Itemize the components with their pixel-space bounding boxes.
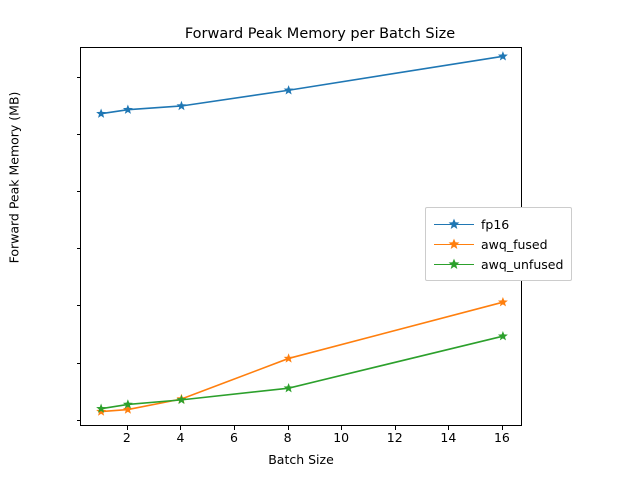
legend-item[interactable]: awq_unfused [434,254,563,274]
series-canvas [96,51,508,416]
data-point-marker [96,403,107,413]
data-point-marker [497,330,508,341]
x-tick-mark [126,426,128,430]
legend-item[interactable]: awq_fused [434,234,563,254]
y-tick-mark [76,419,80,421]
data-point-marker [176,100,187,111]
legend-label-awq-fused: awq_fused [481,236,548,252]
x-tick-label: 12 [386,430,403,445]
y-tick-mark [76,248,80,250]
x-tick-label: 4 [176,430,185,445]
star-marker-icon [448,258,460,269]
y-tick-mark [76,191,80,193]
y-tick-mark [76,134,80,136]
data-point-marker [122,399,133,409]
y-axis-label: Forward Peak Memory (MB) [6,91,22,264]
x-tick-label: 16 [493,430,510,445]
series-line [101,301,504,413]
x-tick-label: 10 [333,430,350,445]
x-tick-mark [287,426,289,430]
data-point-marker [497,296,508,307]
chart-title: Forward Peak Memory per Batch Size [184,26,456,42]
data-point-marker [283,85,294,95]
x-tick-label: 8 [283,430,292,445]
data-point-marker [96,406,107,416]
y-tick-mark [76,305,80,307]
data-point-marker [283,353,294,363]
chart-legend: fp16 awq_fused awq_unfused [425,207,572,281]
x-tick-mark [394,426,396,430]
series-awq_unfused [96,330,508,413]
x-axis-label: Batch Size [268,452,334,467]
legend-label-awq-unfused: awq_unfused [481,256,564,272]
x-tick-mark [234,426,236,430]
data-point-marker [122,104,133,114]
x-tick-label: 14 [440,430,457,445]
x-tick-mark [448,426,450,430]
x-tick-mark [501,426,503,430]
data-point-marker [497,51,508,61]
x-tick-label: 6 [230,430,238,445]
x-tick-mark [180,426,182,430]
legend-swatch-fp16 [434,216,474,232]
data-point-marker [122,404,133,414]
y-tick-mark [76,76,80,78]
star-marker-icon [448,238,460,249]
legend-item[interactable]: fp16 [434,214,563,234]
legend-swatch-awq-fused [434,236,474,252]
series-line [100,55,504,115]
y-tick-mark [76,362,80,364]
series-awq_fused [96,296,508,416]
data-point-marker [283,382,294,393]
legend-label-fp16: fp16 [481,216,510,232]
legend-swatch-awq-unfused [434,256,474,272]
series-line [100,335,504,410]
series-fp16 [96,51,508,118]
data-point-marker [176,394,187,405]
x-tick-label: 2 [122,430,131,445]
x-tick-mark [341,426,343,430]
data-point-marker [96,108,107,118]
star-marker-icon [448,218,460,229]
